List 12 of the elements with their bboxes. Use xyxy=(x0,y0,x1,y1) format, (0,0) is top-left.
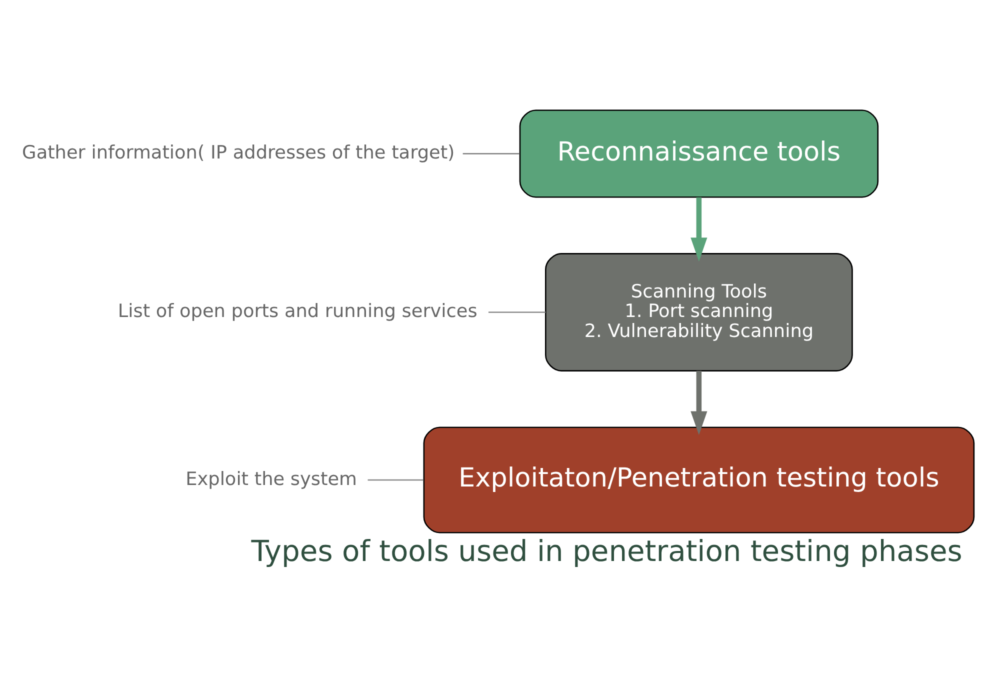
node-box: Reconnaissance tools xyxy=(519,109,879,198)
connector xyxy=(488,311,546,312)
caption: Types of tools used in penetration testing phases xyxy=(251,534,962,568)
node-box: Exploitaton/Penetration testing tools xyxy=(423,426,975,533)
node-text: Gather information( IP addresses of the target) xyxy=(22,142,455,164)
node-text: Exploit the system xyxy=(186,468,357,490)
connector xyxy=(462,152,520,154)
node-text: List of open ports and running services xyxy=(118,300,478,322)
arrow xyxy=(690,370,708,434)
arrow xyxy=(690,196,708,261)
node-box: Scanning Tools 1. Port scanning 2. Vulnerability Scanning xyxy=(544,252,853,371)
connector xyxy=(368,478,424,480)
